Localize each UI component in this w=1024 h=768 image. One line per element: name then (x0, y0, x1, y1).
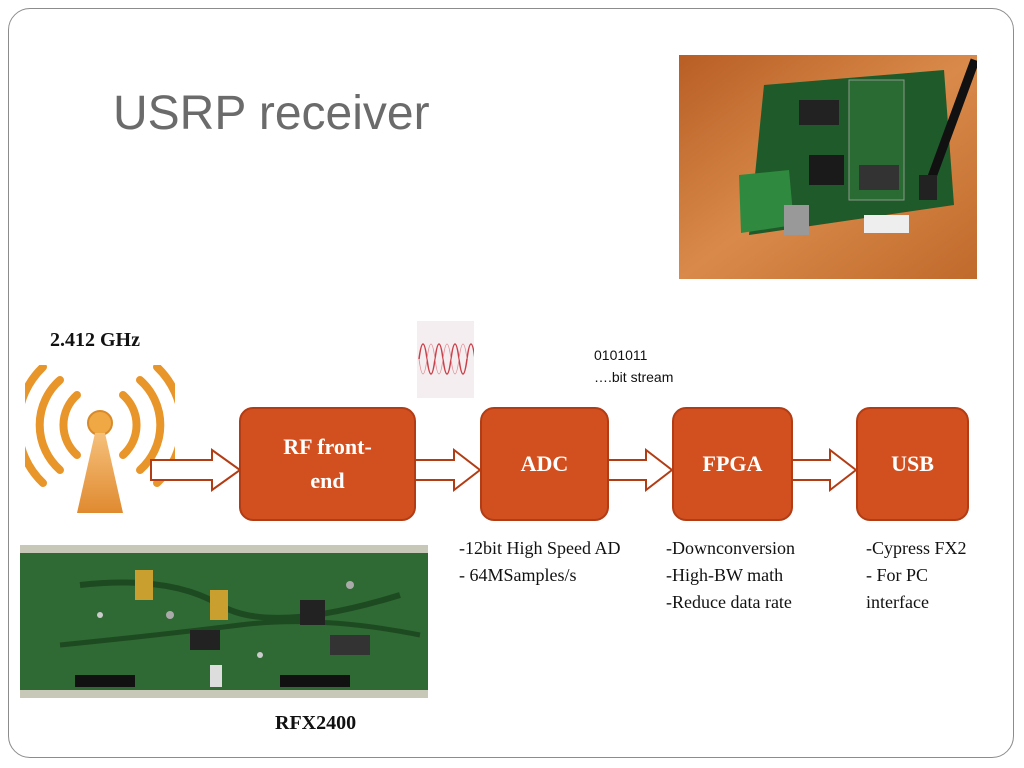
adc-note-1: -12bit High Speed AD (459, 538, 621, 558)
usb-note-3: interface (866, 592, 929, 612)
arrow-adc-to-fpga (606, 448, 674, 492)
usb-note-1: -Cypress FX2 (866, 538, 967, 558)
bit-stream-caption: ….bit stream (594, 369, 674, 385)
rf-frontend-label-line2: end (310, 468, 345, 493)
rfx2400-board-photo (20, 545, 428, 698)
adc-note-2: - 64MSamples/s (459, 565, 577, 585)
adc-notes: -12bit High Speed AD - 64MSamples/s (459, 535, 621, 589)
slide-frame (8, 8, 1014, 758)
fpga-note-1: -Downconversion (666, 538, 795, 558)
fpga-label: FPGA (702, 451, 763, 476)
usb-note-2: - For PC (866, 565, 929, 585)
fpga-note-2: -High-BW math (666, 565, 784, 585)
rfx2400-label: RFX2400 (275, 712, 357, 734)
bit-stream-label: 0101011 ….bit stream (594, 344, 673, 388)
usb-block: USB (856, 407, 969, 521)
antenna-icon (25, 365, 175, 513)
usb-label: USB (891, 451, 934, 476)
sine-wave-image (417, 321, 476, 398)
adc-label: ADC (520, 451, 569, 476)
arrow-rf-to-adc (414, 448, 482, 492)
arrow-fpga-to-usb (790, 448, 858, 492)
adc-block: ADC (480, 407, 609, 521)
fpga-block: FPGA (672, 407, 793, 521)
bit-stream-value: 0101011 (594, 347, 648, 363)
fpga-notes: -Downconversion -High-BW math -Reduce da… (666, 535, 795, 616)
frequency-label: 2.412 GHz (50, 329, 140, 351)
rf-frontend-label-line1: RF front- (283, 434, 372, 459)
fpga-note-3: -Reduce data rate (666, 592, 792, 612)
rf-frontend-block: RF front- end (239, 407, 416, 521)
arrow-antenna-to-rf (150, 448, 242, 492)
slide-title: USRP receiver (113, 87, 430, 140)
usrp-board-photo (679, 55, 977, 279)
usb-notes: -Cypress FX2 - For PC interface (866, 535, 967, 616)
